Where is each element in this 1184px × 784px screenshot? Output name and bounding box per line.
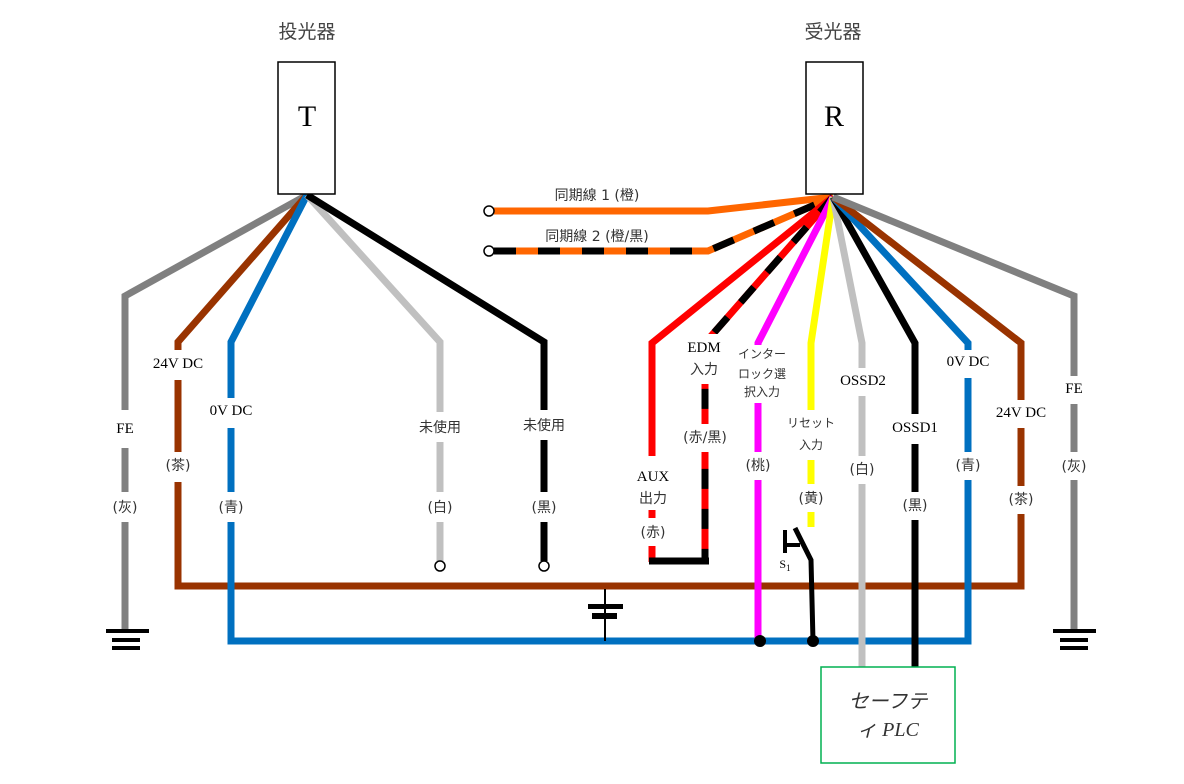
label-aux-color: (赤): [641, 525, 666, 541]
label-ossd1-color: (黒): [903, 498, 928, 514]
receiver-box: [805, 61, 864, 195]
emitter-letter: T: [298, 100, 316, 133]
junction-interlock: [754, 635, 766, 647]
label-reset-line2: 入力: [799, 438, 823, 452]
label-r0v-color: (青): [956, 458, 981, 474]
label-aux-line2: 出力: [639, 491, 667, 507]
reset-switch: S1: [779, 526, 816, 642]
receiver-letter: R: [824, 100, 844, 133]
label-ossd1-function: OSSD1: [892, 420, 938, 436]
sync-wires: 同期線 1 (橙) 同期線 2 (橙/黒): [483, 188, 835, 257]
junction-switch: [807, 635, 819, 647]
receiver-wire-ossd1: [829, 195, 919, 668]
emitter-wire-black: [305, 192, 548, 561]
emitter-wire-24v: [174, 192, 310, 350]
ground-icon-right: [1053, 629, 1096, 650]
label-r0v-function: 0V DC: [947, 354, 990, 370]
receiver-wire-fe: [831, 193, 1078, 632]
label-interlock-line1: インター: [738, 347, 786, 361]
label-reset-color: (黄): [799, 490, 824, 507]
label-interlock-line3: 択入力: [744, 385, 780, 399]
label-edm-line2: 入力: [690, 362, 718, 378]
label-24v-function: 24V DC: [153, 356, 203, 372]
sync-wire-1: [494, 193, 834, 215]
label-0v-color: (青): [219, 500, 244, 516]
receiver-wire-0v: [830, 194, 972, 350]
safety-plc-box: [820, 666, 956, 764]
dc-power-source-icon: [588, 589, 623, 641]
label-ossd2-color: (白): [850, 462, 875, 478]
label-unused2-color: (黒): [532, 500, 557, 516]
switch-label: S1: [779, 557, 790, 573]
plc-label-line2: ィ PLC: [857, 719, 919, 741]
emitter-labels: FE (灰) 24V DC (茶) 0V DC (青) 未使用 (白) 未使用 …: [108, 350, 574, 522]
sync-label-2: 同期線 2 (橙/黒): [545, 229, 648, 245]
label-r24v-color: (茶): [1009, 492, 1034, 508]
emitter-box: [277, 61, 336, 195]
sync-wire-2-base: [494, 193, 835, 255]
emitter-wires: [121, 191, 550, 632]
bus-24v: [174, 347, 1025, 590]
sync-label-1: 同期線 1 (橙): [555, 188, 640, 204]
label-rfe-color: (灰): [1062, 459, 1087, 475]
label-reset-line1: リセット: [787, 416, 835, 430]
receiver-wire-reset: [807, 196, 837, 527]
label-interlock-line2: ロック選: [738, 367, 786, 381]
label-0v-function: 0V DC: [210, 403, 253, 419]
label-edm-line1: EDM: [687, 340, 720, 356]
terminal-black: [538, 560, 550, 572]
receiver-labels: AUX 出力 (赤) EDM 入力 (赤/黒) インター ロック選 択入力 (桃…: [630, 334, 1092, 546]
label-rfe-function: FE: [1065, 381, 1083, 397]
emitter-wire-0v: [227, 193, 311, 350]
label-unused2-function: 未使用: [523, 417, 565, 434]
terminal-white: [434, 560, 446, 572]
receiver-wire-ossd2: [829, 196, 866, 668]
label-edm-color: (赤/黒): [683, 430, 727, 446]
label-fe-color: (灰): [113, 500, 138, 516]
sync-terminal-1: [483, 205, 495, 217]
plc-label-line1: セーフテ: [849, 691, 929, 713]
label-r24v-function: 24V DC: [996, 405, 1046, 421]
sync-terminal-2: [483, 245, 495, 257]
ground-icon-left: [106, 629, 149, 650]
emitter-title: 投光器: [278, 21, 335, 43]
label-24v-color: (茶): [166, 458, 191, 474]
label-fe-function: FE: [116, 421, 134, 437]
label-ossd2-function: OSSD2: [840, 373, 886, 389]
label-unused1-function: 未使用: [419, 419, 461, 436]
receiver-wire-interlock: [754, 195, 837, 641]
emitter-wire-white: [304, 192, 444, 561]
receiver-title: 受光器: [804, 21, 861, 43]
label-unused1-color: (白): [428, 500, 453, 516]
receiver-wire-24v: [830, 194, 1025, 350]
label-interlock-color: (桃): [746, 458, 771, 474]
label-aux-line1: AUX: [637, 469, 670, 485]
